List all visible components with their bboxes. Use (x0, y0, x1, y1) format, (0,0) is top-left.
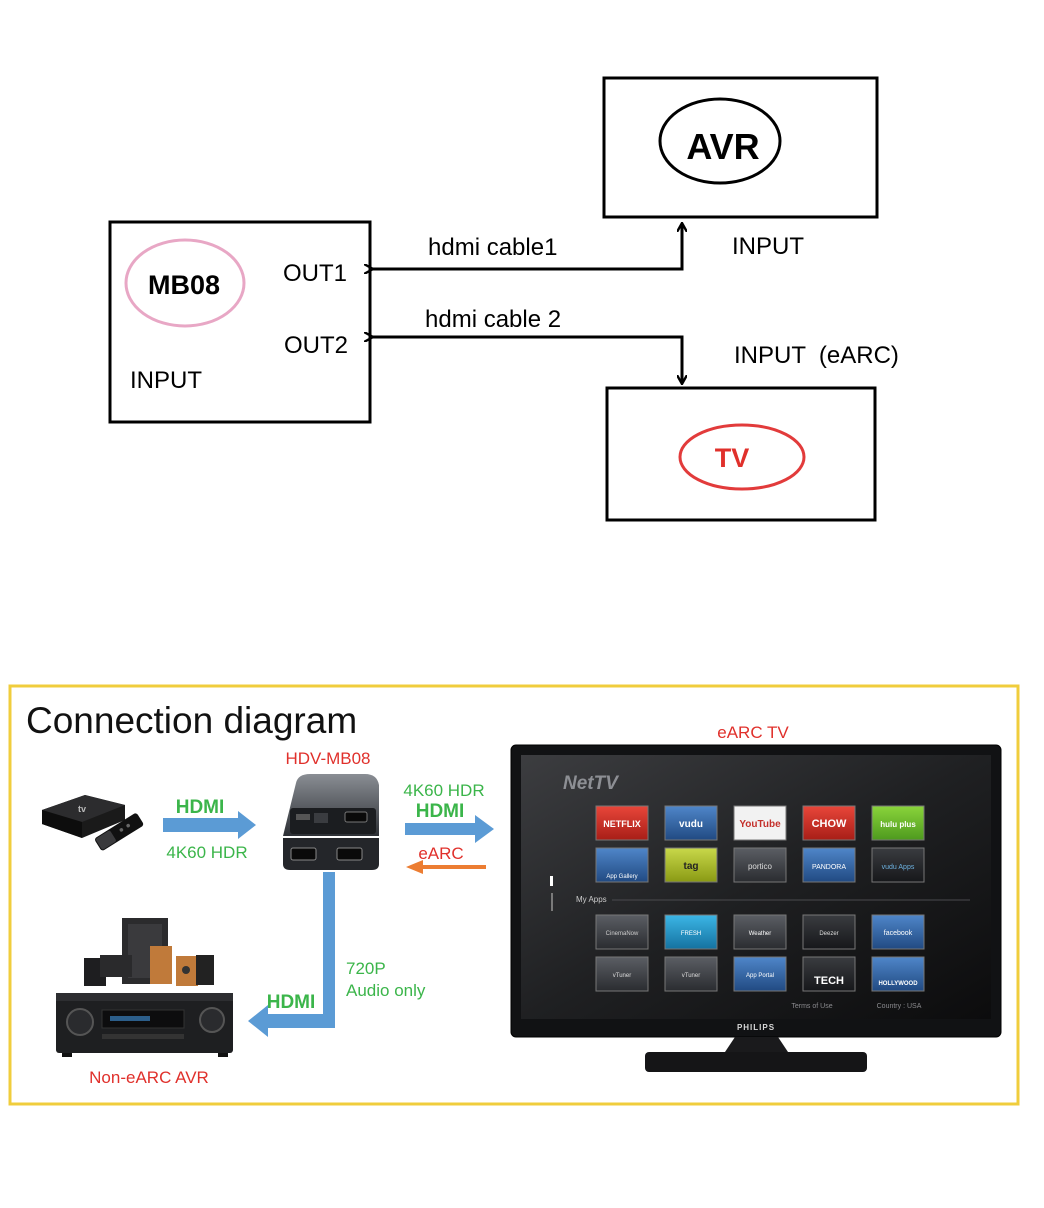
app-tile-label: CinemaNow (606, 931, 639, 937)
hdmi-out-arrow (405, 815, 494, 843)
avr-label: AVR (686, 126, 759, 167)
earc-return-arrow (406, 860, 486, 874)
avr-input-label: INPUT (732, 233, 804, 260)
svg-text:tv: tv (78, 804, 86, 814)
tv-ellipse (678, 423, 806, 491)
mb08-label: MB08 (148, 270, 220, 300)
app-tile-label: TECH (814, 975, 844, 987)
hdmi-in-spec: 4K60 HDR (166, 843, 247, 862)
app-tile-label: vudu Apps (882, 864, 915, 871)
tv-label: TV (715, 443, 750, 473)
connection-title: Connection diagram (26, 700, 357, 741)
app-tile-label: vTuner (613, 973, 631, 979)
app-tile-label: HOLLYWOOD (878, 981, 918, 987)
app-tile-label: FRESH (681, 931, 701, 937)
app-tile-label: Weather (749, 931, 772, 937)
app-tile-label: Deezer (819, 931, 838, 937)
avr-box (602, 76, 879, 219)
app-tile-label: App Portal (746, 973, 774, 979)
app-tile-label: CHOW (812, 818, 847, 830)
hdv-mb08-image (283, 774, 379, 870)
hdmi-in-arrow (163, 811, 256, 839)
mb08-input-label: INPUT (130, 367, 202, 394)
app-tile-label: App Gallery (606, 874, 637, 880)
connection-diagram: Connection diagram tv HDMI 4K60 HDR HDV-… (8, 684, 1020, 1106)
mb08-out2-label: OUT2 (284, 332, 348, 359)
tv-apps-row2: App Gallery tag portico PANDORA vudu App… (595, 847, 925, 883)
mb08-box (108, 220, 372, 424)
earc-tv-image: PHILIPS NetTV NETFLIX vudu YouTube CHOW … (510, 744, 1002, 1072)
tv-footer-right: Country : USA (877, 1003, 922, 1010)
hdmi-avr-arrow (248, 872, 335, 1037)
tv-footer-left: Terms of Use (791, 1003, 832, 1010)
mb08-out1-label: OUT1 (283, 260, 347, 287)
cable1-line (372, 224, 682, 269)
tv-bezel-brand: PHILIPS (737, 1023, 775, 1032)
cable2-line (372, 337, 682, 383)
tv-myapps-row2: vTuner vTuner App Portal TECH HOLLYWOOD (595, 956, 925, 992)
tv-myapps-row1: CinemaNow FRESH Weather Deezer facebook (595, 914, 925, 950)
hdmi-out-spec: 4K60 HDR (403, 781, 484, 800)
app-tile-label: YouTube (739, 819, 781, 830)
apple-tv-image: tv (42, 795, 144, 851)
app-tile-label: facebook (884, 930, 913, 937)
app-tile-label: hulu plus (880, 820, 916, 829)
avr-ellipse (658, 97, 782, 185)
earc-tv-label: eARC TV (717, 723, 789, 742)
tv-netv-logo: NetTV (563, 773, 619, 794)
app-tile-label: tag (684, 861, 699, 872)
tv-input-label: INPUT (eARC) (734, 342, 899, 369)
tv-stand-base (645, 1052, 867, 1072)
mb08-ellipse (124, 238, 246, 328)
hdmi-out-label: HDMI (416, 801, 465, 822)
tv-my-apps-label: My Apps (576, 895, 607, 904)
cable1-label: hdmi cable1 (428, 234, 557, 261)
device-name-label: HDV-MB08 (285, 749, 370, 768)
app-tile-label: vudu (679, 819, 703, 830)
app-tile-label: portico (748, 862, 773, 871)
avr-label: Non-eARC AVR (89, 1068, 209, 1087)
earc-return-label: eARC (418, 844, 463, 863)
tv-stand-neck (723, 1037, 790, 1055)
tv-apps-row1: NETFLIX vudu YouTube CHOW hulu plus (595, 805, 925, 841)
hdmi-in-label: HDMI (176, 797, 225, 818)
avr-link-spec-1: 720P (346, 959, 386, 978)
avr-receiver-image (56, 993, 233, 1057)
avr-link-spec-2: Audio only (346, 981, 426, 1000)
app-tile-label: vTuner (682, 973, 700, 979)
block-diagram: MB08 OUT1 OUT2 INPUT AVR INPUT TV INPUT … (108, 76, 899, 522)
app-tile-label: NETFLIX (603, 819, 641, 829)
tv-box (605, 386, 877, 522)
avr-link-label: HDMI (267, 992, 316, 1013)
cable2-label: hdmi cable 2 (425, 306, 561, 333)
avr-speakers-image (84, 918, 214, 986)
app-tile-label: PANDORA (812, 864, 846, 871)
